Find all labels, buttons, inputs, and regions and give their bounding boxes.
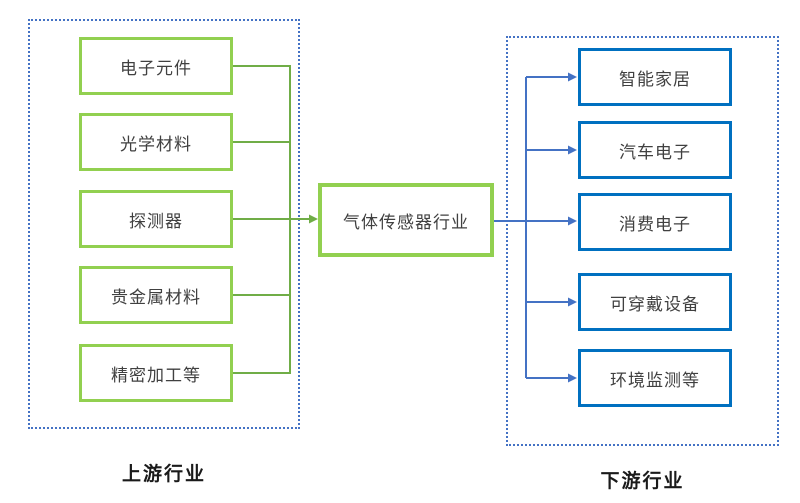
downstream-node-automotive-electronics: 汽车电子	[578, 121, 732, 179]
upstream-node-detectors: 探测器	[79, 190, 233, 248]
downstream-section-label: 下游行业	[600, 471, 685, 492]
center-node-gas-sensor-industry: 气体传感器行业	[318, 183, 494, 257]
downstream-group-container	[506, 36, 779, 446]
downstream-node-environment-monitoring: 环境监测等	[578, 349, 732, 407]
downstream-node-wearable-devices: 可穿戴设备	[578, 273, 732, 331]
upstream-node-electronic-components: 电子元件	[79, 37, 233, 95]
upstream-section-label: 上游行业	[121, 464, 206, 485]
upstream-node-optical-materials: 光学材料	[79, 113, 233, 171]
upstream-group-container	[28, 19, 300, 429]
arrowhead-into-center-icon	[309, 214, 318, 224]
downstream-node-smart-home: 智能家居	[578, 48, 732, 106]
upstream-node-precision-machining: 精密加工等	[79, 344, 233, 402]
upstream-node-precious-metals: 贵金属材料	[79, 266, 233, 324]
downstream-node-consumer-electronics: 消费电子	[578, 193, 732, 251]
